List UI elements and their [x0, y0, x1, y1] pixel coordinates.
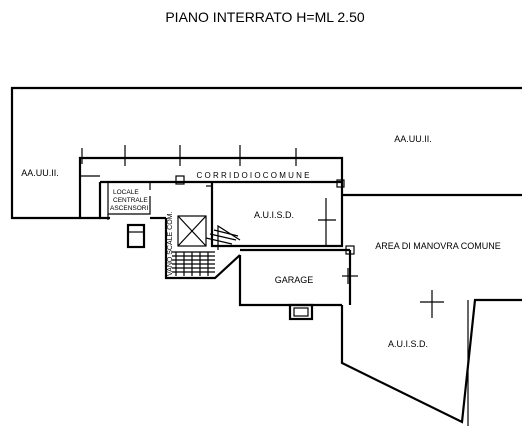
label-corridoio: C O R R I D O I O C O M U N E: [197, 171, 310, 180]
outer-walls: [10, 86, 522, 426]
label-locale-1: LOCALE: [113, 189, 139, 196]
corridor-walls: [78, 145, 345, 218]
label-auisd-upper: A.U.I.S.D.: [254, 210, 294, 220]
label-aauuii-right: AA.UU.II.: [394, 134, 432, 144]
small-shaft: [126, 223, 146, 249]
room-auisd-upper: [206, 182, 344, 248]
label-garage: GARAGE: [275, 275, 314, 285]
plan-title: PIANO INTERRATO H=ML 2.50: [165, 9, 365, 25]
label-area-manovra: AREA DI MANOVRA COMUNE: [375, 241, 501, 251]
label-aauuii-left: AA.UU.II.: [21, 168, 59, 178]
label-locale-2: CENTRALE: [113, 197, 148, 204]
label-vano-scale: VANO SCALE COM.: [167, 212, 174, 276]
stair-well: [150, 215, 241, 280]
label-auisd-lower: A.U.I.S.D.: [388, 339, 428, 349]
label-locale-3: ASCENSORI: [110, 205, 148, 212]
room-locale-ascensori: [98, 182, 151, 220]
room-auisd-lower: [288, 290, 444, 321]
